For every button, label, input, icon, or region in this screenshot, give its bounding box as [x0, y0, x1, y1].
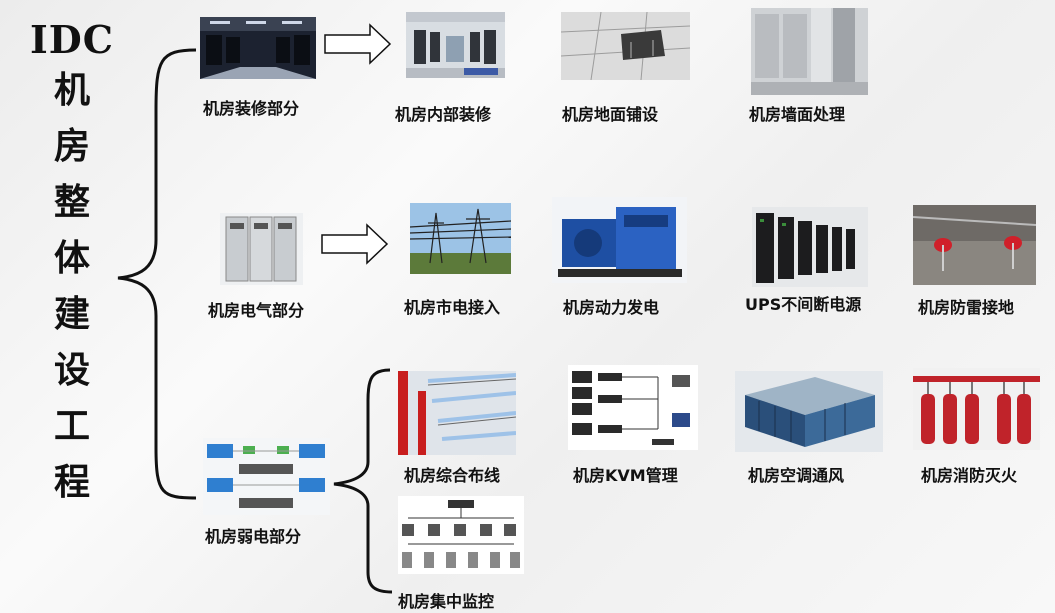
item-label: 机房动力发电 — [563, 298, 660, 317]
title-char: 工 — [53, 405, 90, 447]
sub-brace — [333, 368, 393, 594]
power-grid-image — [410, 203, 511, 274]
item-label: 机房防雷接地 — [918, 298, 1015, 317]
title-char: 房 — [53, 125, 90, 167]
item-label: 机房市电接入 — [404, 298, 501, 317]
title-prefix: IDC — [30, 17, 114, 62]
generator-image — [552, 197, 687, 283]
electrical-cabinet-image — [220, 213, 303, 285]
control-panel-image — [203, 438, 330, 515]
arrow-right-icon — [324, 23, 392, 65]
item-label: 机房综合布线 — [404, 466, 501, 485]
item-label: 机房墙面处理 — [749, 105, 846, 124]
section-label-electrical: 机房电气部分 — [208, 301, 305, 320]
item-label: 机房内部装修 — [395, 105, 492, 124]
ups-racks-image — [752, 207, 868, 287]
title-char: 程 — [53, 461, 90, 503]
item-label: 机房地面铺设 — [562, 105, 659, 124]
main-brace — [117, 48, 197, 500]
interior-room-image — [406, 12, 505, 78]
title-char: 建 — [53, 293, 90, 335]
wall-panel-image — [751, 8, 868, 95]
item-label: 机房KVM管理 — [573, 466, 678, 485]
section-label-decoration: 机房装修部分 — [203, 99, 300, 118]
vertical-title: IDC 机 房 整 体 建 设 工 程 — [26, 18, 118, 510]
item-label: 机房空调通风 — [748, 466, 845, 485]
title-char: 机 — [53, 69, 90, 111]
title-char: 设 — [53, 349, 90, 391]
lightning-rod-image — [913, 205, 1036, 285]
cabling-image — [398, 371, 516, 455]
arrow-right-icon — [321, 223, 389, 265]
title-char: 体 — [53, 237, 90, 279]
section-label-weak-current: 机房弱电部分 — [205, 527, 302, 546]
title-char: 整 — [53, 181, 90, 223]
item-label: 机房集中监控 — [398, 592, 495, 611]
monitoring-diagram-image — [398, 496, 524, 574]
kvm-diagram-image — [568, 365, 698, 450]
raised-floor-image — [561, 12, 690, 80]
fire-suppression-image — [913, 368, 1040, 450]
item-label: UPS不间断电源 — [745, 295, 862, 314]
item-label: 机房消防灭火 — [921, 466, 1018, 485]
aircon-enclosure-image — [735, 371, 883, 452]
datacenter-aisle-image — [200, 17, 316, 79]
